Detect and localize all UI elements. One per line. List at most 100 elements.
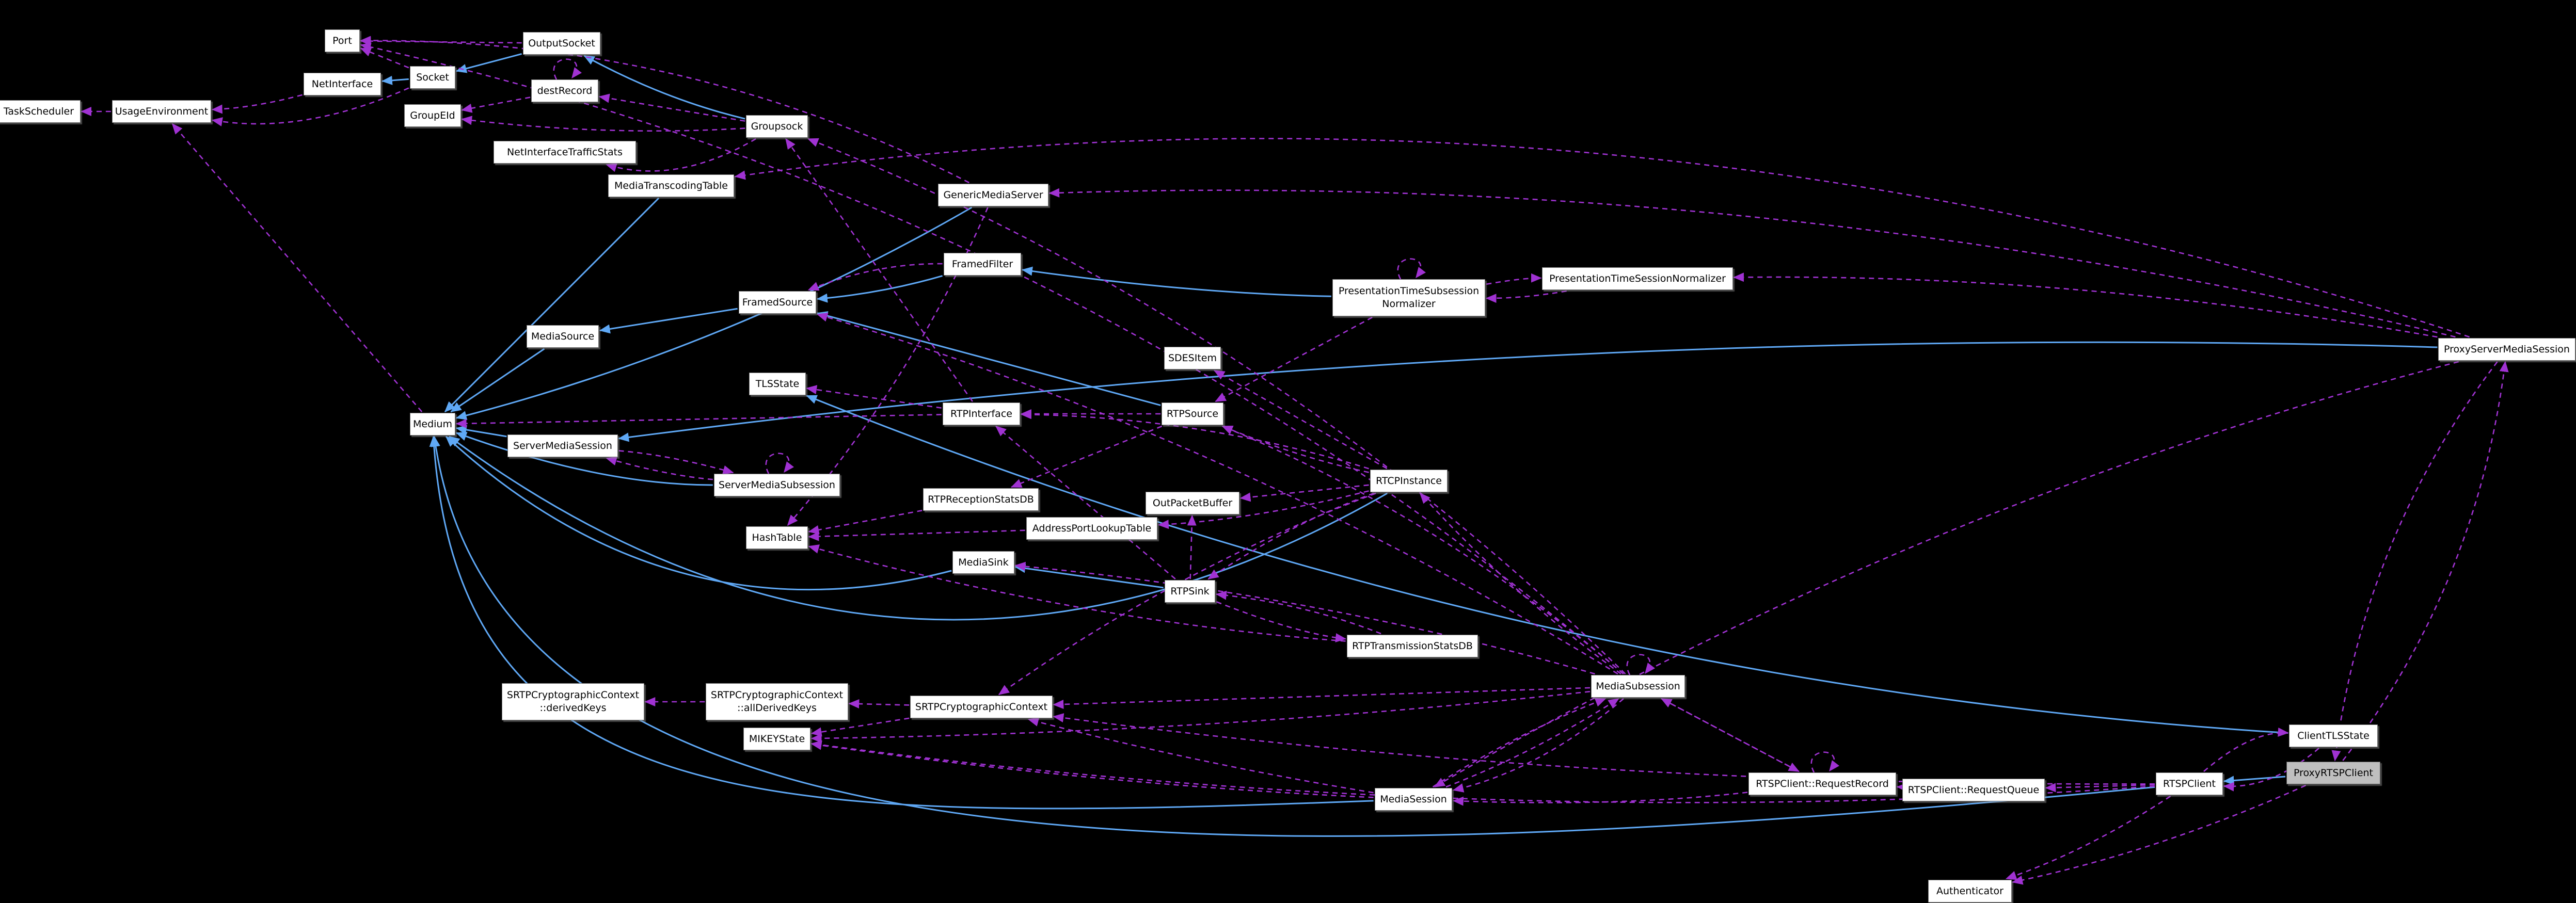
node-srtpcryptographiccontext-allderivedkeys[interactable]: SRTPCryptographicContext ::allDerivedKey…	[706, 683, 848, 720]
node-rtpreceptionstatsdb[interactable]: RTPReceptionStatsDB	[923, 488, 1039, 511]
node-mediasession[interactable]: MediaSession	[1374, 788, 1453, 811]
node-addressportlookuptable[interactable]: AddressPortLookupTable	[1026, 517, 1158, 540]
edge-rtcpinstance-to-rtpinterface	[1020, 410, 1369, 470]
node-rtspclient-requestqueue[interactable]: RTSPClient::RequestQueue	[1902, 779, 2045, 801]
node-clienttlsstate[interactable]: ClientTLSState	[2289, 724, 2378, 747]
node-medium[interactable]: Medium	[409, 413, 456, 436]
edge-presentationtimesubsession-normalizer-to-rtpsource	[1215, 316, 1373, 402]
edge-mediasink-to-medium	[445, 436, 952, 591]
node-framedsource[interactable]: FramedSource	[738, 291, 817, 314]
node-rtpsink[interactable]: RTPSink	[1164, 580, 1216, 603]
node-srtpcryptographiccontext[interactable]: SRTPCryptographicContext	[910, 696, 1053, 718]
edge-rtcpinstance-to-medium	[449, 436, 1388, 621]
edge-framedsource-to-mediasource	[599, 308, 738, 334]
edge-rtpsource-to-framedsource	[816, 311, 1161, 406]
edge-proxyrtspclient-to-proxyservermediasession	[2342, 361, 2509, 761]
edge-mediasource-to-medium	[450, 348, 545, 413]
edge-proxyservermediasession-to-mediasession	[1434, 361, 2459, 788]
edge-mediatranscodingtable-to-medium	[444, 197, 660, 413]
edge-addressportlookuptable-to-hashtable	[808, 529, 1025, 541]
edge-destrecord-to-destrecord	[553, 58, 582, 80]
node-mediatranscodingtable[interactable]: MediaTranscodingTable	[608, 174, 735, 197]
edge-presentationtimesubsession-normalizer-to-framedfilter	[1021, 266, 1331, 297]
edge-proxyservermediasession-to-genericmediaserver	[1048, 188, 2456, 338]
node-socket[interactable]: Socket	[409, 66, 456, 89]
edge-rtpinterface-to-medium	[455, 414, 942, 428]
edge-rtpreceptionstatsdb-to-hashtable	[808, 510, 923, 535]
node-proxyrtspclient[interactable]: ProxyRTSPClient	[2286, 762, 2380, 784]
edge-groupsock-to-destrecord	[598, 93, 745, 122]
edge-destrecord-to-groupeid	[461, 96, 531, 113]
edge-genericmediaserver-to-medium	[455, 206, 973, 420]
edge-rtspclient-to-rtspclient-requestqueue	[2045, 783, 2155, 793]
node-hashtable[interactable]: HashTable	[746, 526, 808, 549]
edge-framedfilter-to-framedsource	[807, 263, 943, 291]
node-authenticator[interactable]: Authenticator	[1928, 880, 2012, 902]
node-srtpcryptographiccontext-derivedkeys[interactable]: SRTPCryptographicContext ::derivedKeys	[502, 683, 644, 720]
edge-rtspclient-to-medium	[431, 436, 2155, 837]
node-destrecord[interactable]: destRecord	[531, 79, 598, 102]
edge-rtcpinstance-to-rtpsink	[1207, 492, 1374, 580]
edge-mediasubsession-to-mikeystate	[810, 690, 1591, 743]
edge-rtpinterface-to-groupsock	[785, 138, 973, 402]
edge-rtpsource-to-rtpreceptionstatsdb	[1010, 425, 1163, 488]
node-rtpsource[interactable]: RTPSource	[1162, 402, 1223, 425]
node-rtcpinstance[interactable]: RTCPInstance	[1370, 470, 1448, 492]
node-servermediasubsession[interactable]: ServerMediaSubsession	[713, 474, 840, 496]
node-mediasource[interactable]: MediaSource	[526, 325, 599, 348]
edge-mediasession-to-medium	[429, 436, 1374, 810]
node-framedfilter[interactable]: FramedFilter	[943, 253, 1022, 276]
node-sdesitem[interactable]: SDESItem	[1164, 347, 1221, 369]
node-usageenvironment[interactable]: UsageEnvironment	[112, 100, 212, 123]
edge-servermediasubsession-to-medium	[455, 432, 713, 486]
edge-proxyservermediasession-to-proxyrtspclient	[2331, 361, 2498, 762]
node-port[interactable]: Port	[325, 29, 360, 52]
edge-servermediasubsession-to-servermediasubsession	[765, 453, 794, 474]
edge-groupsock-to-netinterfacetrafficstats	[606, 138, 756, 172]
edge-mediasession-to-mediasubsession	[1432, 698, 1607, 788]
edge-socket-to-usageenvironment	[211, 87, 409, 126]
edge-proxyservermediasession-to-presentationtimesessionnormalizer	[1733, 272, 2438, 338]
edge-genericmediaserver-to-port	[360, 36, 969, 184]
node-outpacketbuffer[interactable]: OutPacketBuffer	[1146, 492, 1239, 514]
node-proxyservermediasession[interactable]: ProxyServerMediaSession	[2438, 338, 2575, 361]
node-mediasubsession[interactable]: MediaSubsession	[1591, 675, 1685, 698]
node-outputsocket[interactable]: OutputSocket	[522, 32, 601, 55]
edge-mediasession-to-srtpcryptographiccontext	[1027, 717, 1374, 794]
edge-clienttlsstate-to-tlsstate	[806, 395, 2288, 734]
edge-rtpsink-to-mediasink	[1014, 563, 1164, 589]
node-mikeystate[interactable]: MIKEYState	[743, 728, 810, 750]
edge-outputsocket-to-port	[360, 36, 522, 46]
edge-rtcpinstance-to-outpacketbuffer	[1239, 484, 1369, 502]
edge-proxyrtspclient-to-authenticator	[2012, 784, 2307, 885]
node-taskscheduler[interactable]: TaskScheduler	[0, 100, 81, 123]
edge-rtptransmissionstatsdb-to-hashtable	[808, 544, 1346, 642]
node-rtptransmissionstatsdb[interactable]: RTPTransmissionStatsDB	[1346, 635, 1478, 657]
edge-servermediasession-to-servermediasubsession	[618, 450, 734, 475]
node-mediasink[interactable]: MediaSink	[952, 551, 1014, 574]
node-netinterfacetrafficstats[interactable]: NetInterfaceTrafficStats	[494, 141, 636, 164]
edge-rtspclient-to-srtpcryptographiccontext	[1053, 713, 2155, 785]
node-rtspclient[interactable]: RTSPClient	[2156, 772, 2223, 795]
edge-servermediasession-to-medium	[455, 425, 507, 438]
edge-rtpinterface-to-tlsstate	[806, 385, 942, 409]
node-servermediasession[interactable]: ServerMediaSession	[507, 434, 618, 457]
edge-mediasubsession-to-rtcpinstance	[1419, 492, 1621, 675]
node-genericmediaserver[interactable]: GenericMediaServer	[938, 184, 1048, 206]
node-rtspclient-requestrecord[interactable]: RTSPClient::RequestRecord	[1748, 772, 1896, 795]
edge-mediasubsession-to-mediasubsession	[1626, 654, 1656, 675]
edge-mediasubsession-to-srtpcryptographiccontext	[1053, 687, 1591, 709]
edge-presentationtimesubsession-normalizer-to-presentationtimesubsession-normalizer	[1397, 258, 1426, 280]
node-groupsock[interactable]: Groupsock	[746, 115, 808, 138]
edge-rtcpinstance-to-rtpsource	[1221, 425, 1369, 473]
edge-proxyrtspclient-to-rtspclient	[2223, 776, 2286, 785]
edge-rtpsink-to-rtpinterface	[995, 426, 1176, 579]
node-groupeid[interactable]: GroupEId	[404, 104, 461, 127]
node-presentationtimesubsession-normalizer[interactable]: PresentationTimeSubsession Normalizer	[1332, 279, 1486, 316]
node-rtpinterface[interactable]: RTPInterface	[942, 402, 1021, 425]
edge-rtspclient-requestrecord-to-mediasession	[1452, 792, 1748, 806]
node-tlsstate[interactable]: TLSState	[749, 373, 806, 395]
node-netinterface[interactable]: NetInterface	[303, 73, 381, 95]
node-presentationtimesessionnormalizer[interactable]: PresentationTimeSessionNormalizer	[1542, 267, 1733, 290]
